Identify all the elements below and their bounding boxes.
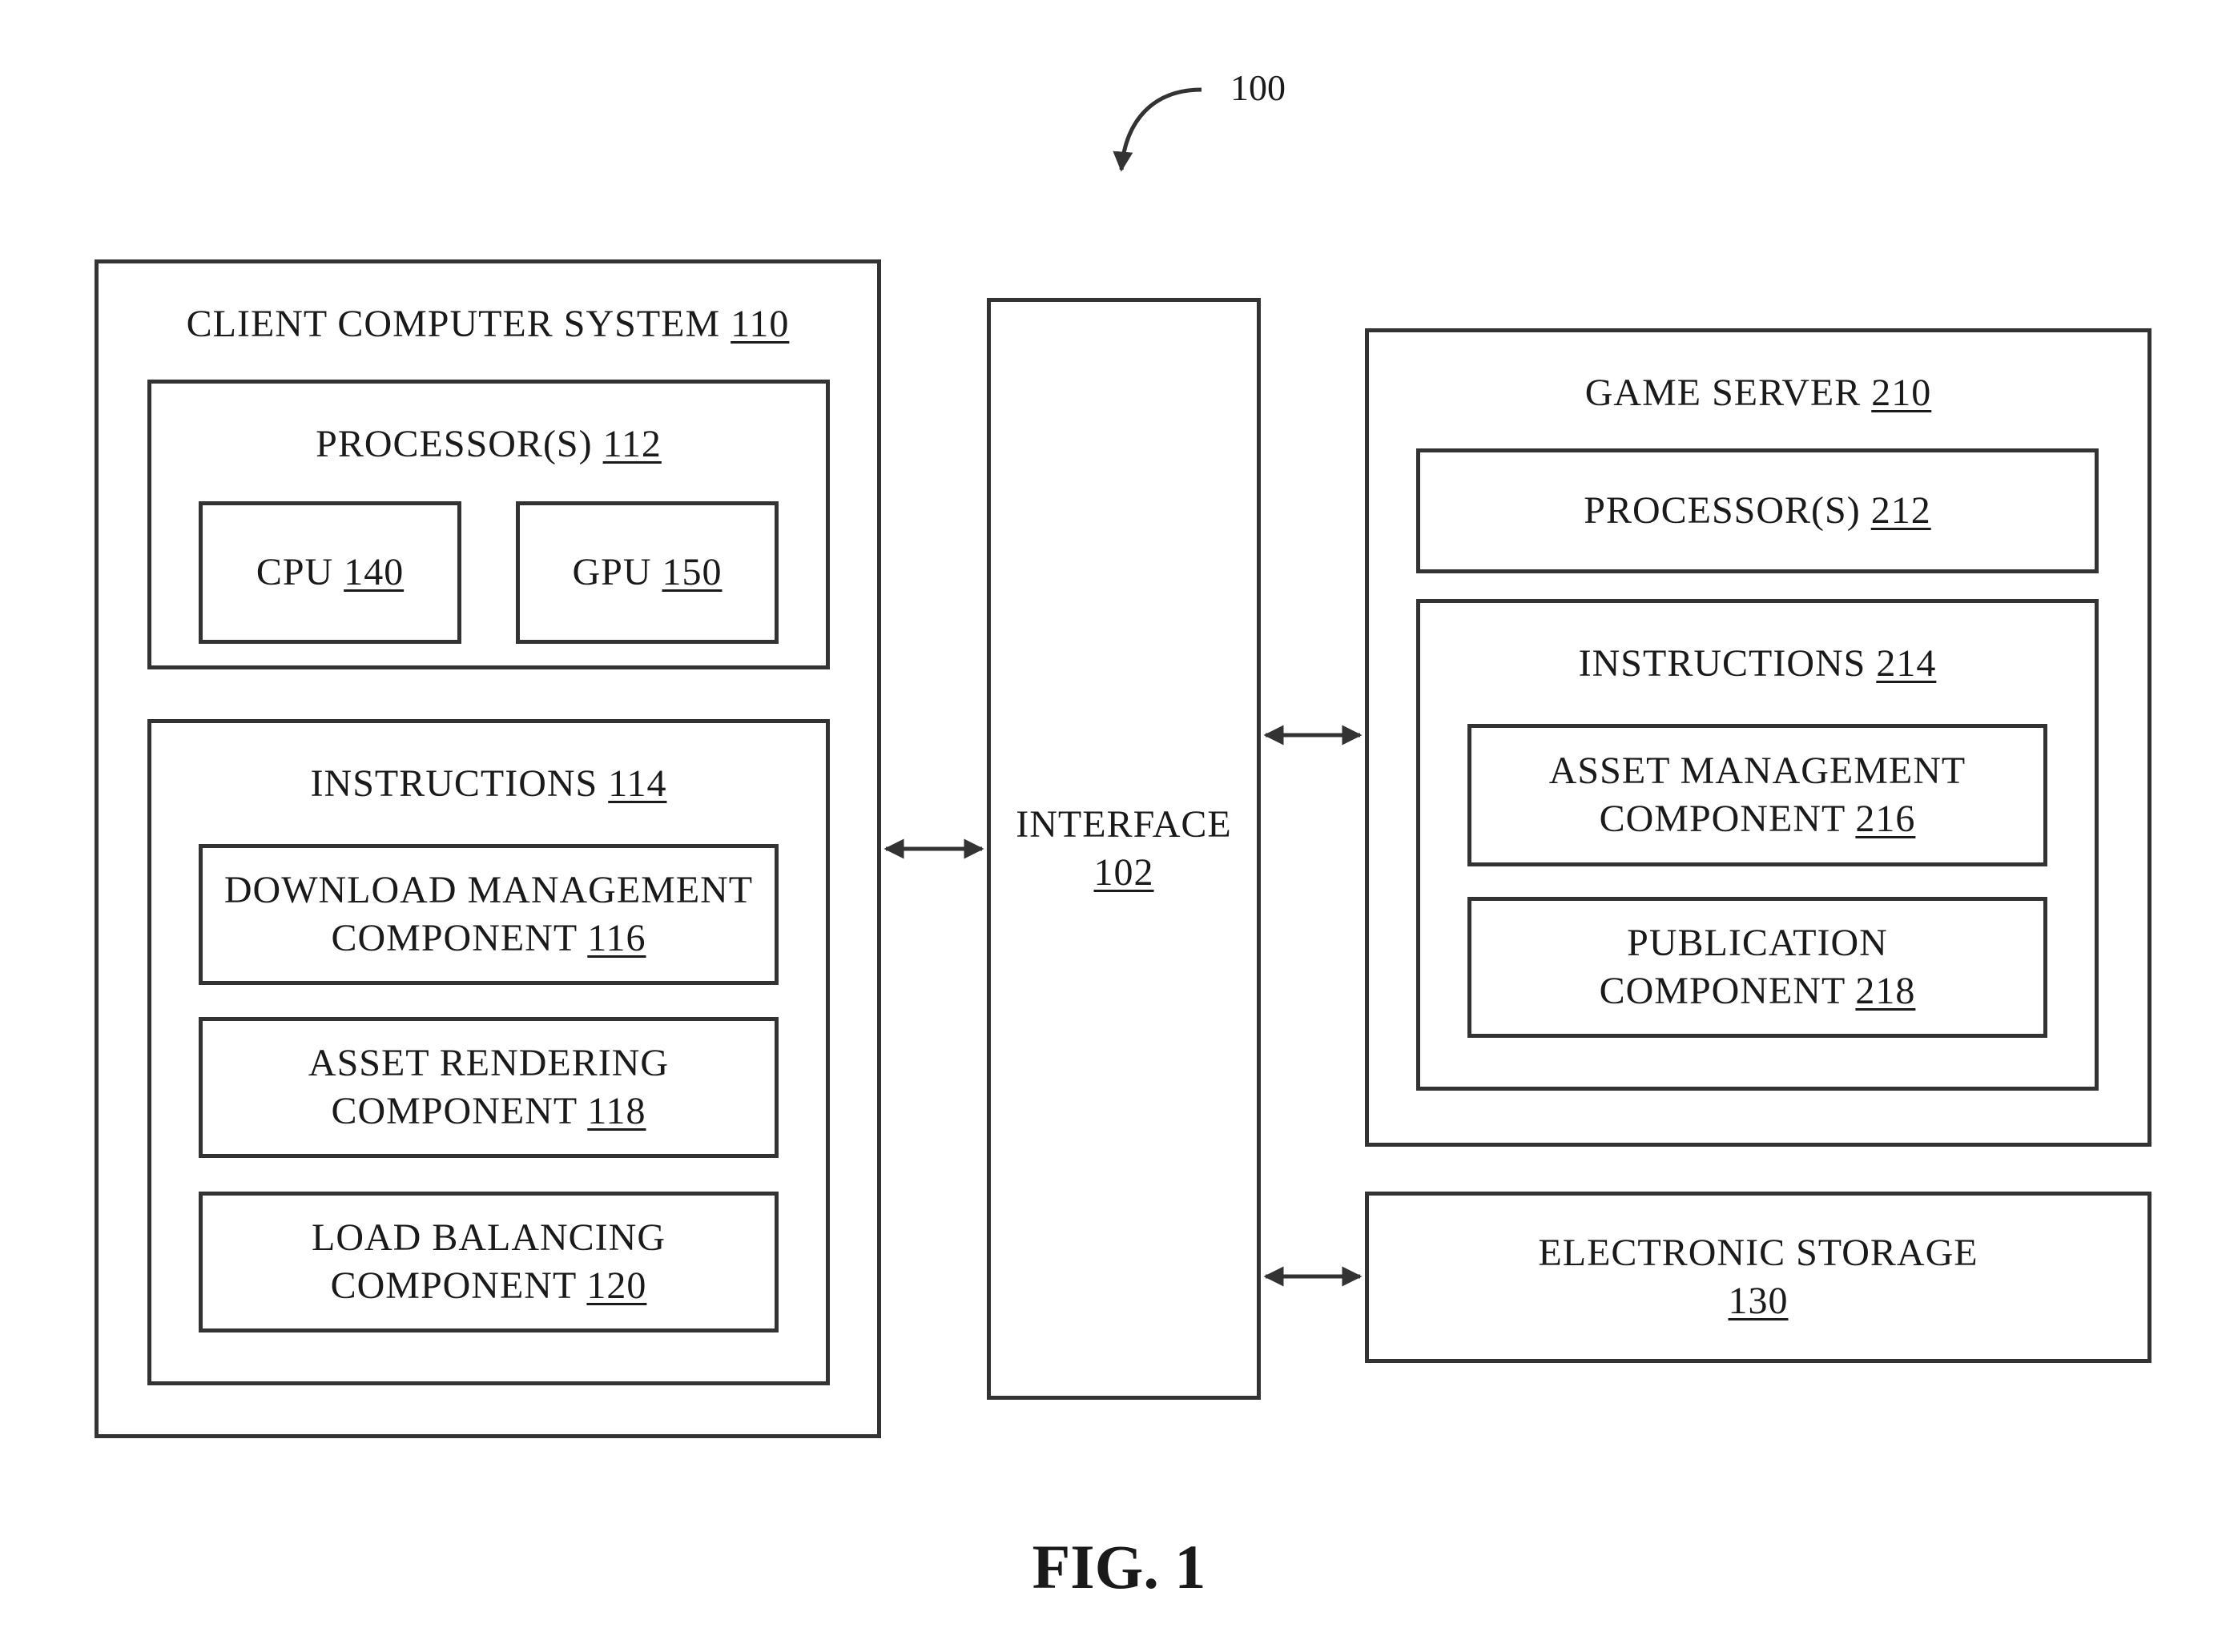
- asset-management-component-box: ASSET MANAGEMENT COMPONENT 216: [1467, 724, 2047, 866]
- interface-label: INTERFACE 102: [991, 302, 1257, 1396]
- gpu-box: GPU 150: [516, 501, 779, 644]
- cpu-box: CPU 140: [199, 501, 461, 644]
- electronic-storage-box: ELECTRONIC STORAGE 130: [1365, 1192, 2151, 1363]
- server-instructions-label: INSTRUCTIONS 214: [1578, 642, 1937, 685]
- download-management-component-box: DOWNLOAD MANAGEMENT COMPONENT 116: [199, 844, 779, 985]
- gpu-label: GPU 150: [572, 551, 723, 593]
- server-processors-box: PROCESSOR(S) 212: [1416, 448, 2099, 573]
- ref-118: 118: [587, 1090, 646, 1132]
- ref-116: 116: [587, 917, 646, 959]
- ref-102: 102: [1093, 851, 1154, 894]
- ref-214: 214: [1876, 642, 1937, 685]
- publication-component-label: PUBLICATION COMPONENT 218: [1599, 922, 1916, 1012]
- cpu-label: CPU 140: [256, 551, 405, 593]
- ref-110: 110: [731, 303, 790, 345]
- ref-114: 114: [608, 762, 667, 805]
- ref-140: 140: [344, 551, 405, 593]
- figure-reference-arrow: [1113, 87, 1202, 172]
- load-balancing-component-box: LOAD BALANCING COMPONENT 120: [199, 1192, 779, 1332]
- client-processors-label: PROCESSOR(S) 112: [316, 423, 662, 465]
- ref-120: 120: [586, 1264, 647, 1307]
- ref-210: 210: [1871, 372, 1932, 414]
- asset-rendering-component-box: ASSET RENDERING COMPONENT 118: [199, 1017, 779, 1158]
- ref-216: 216: [1855, 798, 1916, 840]
- ref-150: 150: [662, 551, 723, 593]
- interface-box: INTERFACE 102: [987, 298, 1261, 1400]
- electronic-storage-label: ELECTRONIC STORAGE 130: [1369, 1196, 2147, 1359]
- server-processors-label: PROCESSOR(S) 212: [1584, 489, 1931, 532]
- game-server-label: GAME SERVER 210: [1584, 372, 1932, 414]
- client-computer-system-label: CLIENT COMPUTER SYSTEM 110: [186, 303, 790, 345]
- client-instructions-label: INSTRUCTIONS 114: [310, 762, 667, 805]
- publication-component-box: PUBLICATION COMPONENT 218: [1467, 897, 2047, 1038]
- ref-212: 212: [1870, 489, 1931, 532]
- ref-130: 130: [1728, 1280, 1789, 1322]
- load-balancing-component-label: LOAD BALANCING COMPONENT 120: [312, 1216, 666, 1307]
- figure-reference-number: 100: [1230, 67, 1286, 108]
- figure-caption: FIG. 1: [1032, 1532, 1206, 1602]
- asset-management-component-label: ASSET MANAGEMENT COMPONENT 216: [1548, 750, 1966, 840]
- asset-rendering-component-label: ASSET RENDERING COMPONENT 118: [308, 1042, 670, 1132]
- ref-112: 112: [602, 423, 662, 465]
- ref-218: 218: [1855, 970, 1916, 1012]
- download-management-component-label: DOWNLOAD MANAGEMENT COMPONENT 116: [223, 869, 754, 959]
